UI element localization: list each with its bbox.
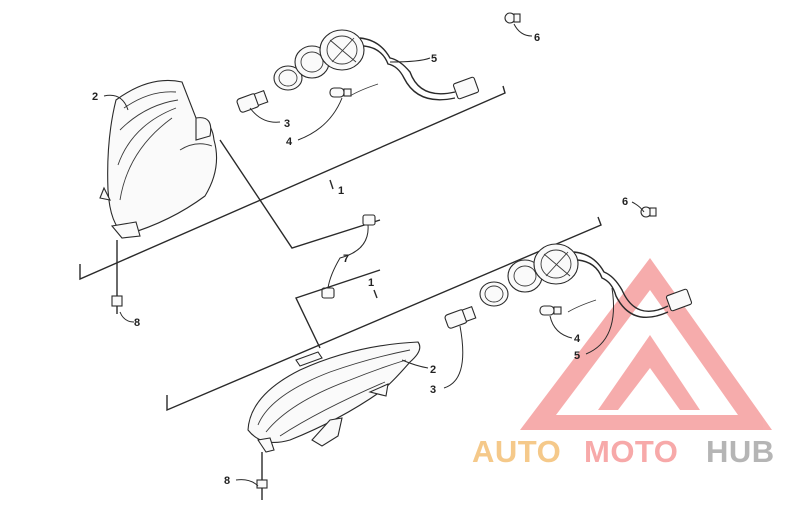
upper-callout-7: 7 — [343, 253, 349, 265]
watermark-text-moto: MOTO — [584, 434, 678, 469]
lower-callout-3: 3 — [430, 384, 436, 396]
upper-connector-line — [219, 139, 381, 249]
lower-callout-2: 2 — [430, 364, 436, 376]
upper-socket-ring — [273, 65, 303, 91]
upper-callout-4: 4 — [286, 136, 293, 148]
upper-callout-8: 8 — [134, 317, 140, 329]
upper-leader-4 — [297, 97, 343, 141]
lower-screw-8 — [256, 452, 268, 500]
upper-callout-3: 3 — [284, 118, 290, 130]
upper-callout-1: 1 — [338, 185, 344, 197]
lower-leader-6 — [631, 201, 645, 213]
lower-headlight-bulb — [444, 305, 477, 329]
upper-clip-7 — [321, 214, 376, 299]
lower-leader-5 — [585, 287, 615, 355]
lower-bulb-socket — [507, 243, 579, 293]
lower-leader-8 — [235, 479, 259, 487]
lower-socket-ring — [479, 281, 509, 307]
upper-callout-5: 5 — [431, 53, 437, 65]
upper-leader-5 — [389, 57, 431, 63]
upper-screw-8 — [111, 240, 123, 314]
upper-leader-7 — [327, 224, 369, 289]
upper-assembly: 2 3 4 5 6 1 7 8 — [79, 12, 540, 329]
upper-leader-8 — [119, 311, 135, 323]
lower-callout-8: 8 — [224, 475, 230, 487]
upper-leader-2 — [103, 94, 129, 111]
watermark-text-hub: HUB — [706, 434, 775, 469]
lower-screw-6 — [640, 206, 657, 218]
watermark-text-auto: AUTO — [472, 434, 561, 469]
upper-screw-6 — [504, 12, 521, 24]
upper-wiring-harness — [349, 37, 480, 101]
lower-leader-4 — [549, 315, 573, 339]
upper-assembly-bracket — [79, 85, 506, 281]
watermark-logo — [520, 258, 772, 430]
upper-position-bulb — [329, 87, 352, 98]
lower-wiring-harness — [567, 251, 693, 319]
lower-callout-1: 1 — [368, 277, 374, 289]
upper-bulb-socket — [294, 29, 365, 79]
lower-connector-line — [295, 269, 381, 349]
lower-leader-2 — [401, 359, 429, 369]
lower-position-bulb — [539, 305, 562, 316]
upper-leader-3 — [249, 107, 281, 123]
upper-leader-6 — [513, 23, 533, 37]
lower-callout-6: 6 — [622, 196, 628, 208]
lower-leader-3 — [443, 325, 464, 389]
upper-headlight-bulb — [236, 89, 269, 113]
lower-assembly-bracket — [166, 216, 602, 412]
lower-callout-4: 4 — [574, 333, 581, 345]
watermark-triangle — [520, 258, 772, 430]
watermark-wordmark: AUTO MOTO HUB — [472, 434, 775, 469]
watermark-triangle-inner — [598, 335, 700, 410]
lower-callout-5: 5 — [574, 350, 580, 362]
upper-bracket-tick — [329, 179, 334, 190]
upper-callout-6: 6 — [534, 32, 540, 44]
upper-callout-2: 2 — [92, 91, 98, 103]
upper-headlight-housing — [99, 79, 218, 239]
lower-assembly: 1 2 3 4 5 6 8 — [166, 196, 693, 500]
lower-headlight-housing — [247, 341, 421, 453]
lower-bracket-tick — [373, 289, 378, 299]
